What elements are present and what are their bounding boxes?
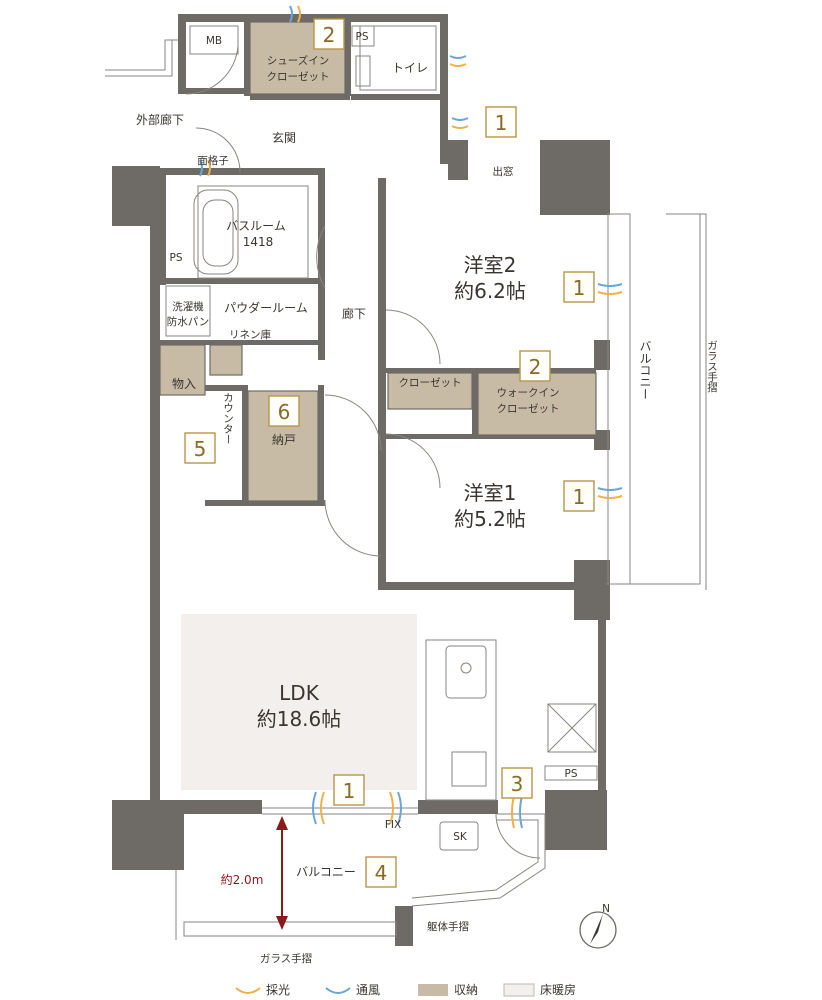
corridor-label: 廊下 (342, 306, 366, 321)
walls (112, 14, 610, 946)
western2-label: 洋室2 (464, 253, 517, 277)
body-rail-label: 躯体手摺 (427, 920, 469, 933)
sk-label: SK (453, 831, 468, 843)
legend-storage: 収納 (454, 983, 478, 997)
badge-6-nando: 6 (268, 395, 300, 427)
glass-rail-bottom-label: ガラス手摺 (260, 952, 312, 965)
badge-2-shoes: 2 (313, 18, 345, 50)
thin-lines (105, 25, 707, 940)
legend-heating-swatch (503, 983, 535, 997)
svg-text:2: 2 (529, 355, 542, 379)
legend-storage-swatch (418, 984, 448, 996)
outer-corridor-label: 外部廊下 (136, 112, 184, 127)
legend-heating: 床暖房 (540, 982, 576, 997)
depth-arrowhead-bottom (276, 916, 288, 930)
svg-text:6: 6 (278, 400, 291, 424)
compass-icon (579, 911, 617, 949)
toilet-label: トイレ (392, 61, 428, 75)
depth-label: 約2.0m (221, 872, 264, 887)
svg-text:1: 1 (573, 276, 586, 300)
ps-label-toilet: PS (356, 31, 369, 43)
ldk-size: 約18.6帖 (257, 707, 342, 731)
storage-label: 物入 (172, 377, 196, 391)
balcony-bottom-label: バルコニー (296, 865, 356, 879)
svg-text:3: 3 (511, 772, 524, 796)
western1-size: 約5.2帖 (454, 507, 526, 531)
badge-1-entrance: 1 (485, 106, 517, 138)
badge-3-sk: 3 (501, 767, 533, 799)
ventilation-markers (199, 5, 623, 829)
lattice-label: 面格子 (197, 154, 229, 167)
compass: N (579, 903, 617, 949)
svg-text:1: 1 (495, 111, 508, 135)
walkin-label-1: ウォークイン (497, 387, 560, 399)
storage-areas (159, 21, 597, 502)
entrance-label: 玄関 (272, 130, 296, 145)
closet (387, 372, 473, 410)
badge-1-ldk: 1 (333, 774, 365, 806)
legend-wind: 通風 (356, 983, 380, 997)
bath-size: 1418 (243, 235, 274, 249)
mb-label: MB (206, 35, 222, 47)
bath-label: バスルーム (226, 219, 286, 233)
depth-arrowhead-top (276, 816, 288, 830)
svg-text:5: 5 (194, 437, 207, 461)
badge-1-western2: 1 (563, 271, 595, 303)
svg-text:2: 2 (323, 23, 336, 47)
svg-text:1: 1 (573, 485, 586, 509)
western1-label: 洋室1 (464, 481, 517, 505)
legend-wind-icon (325, 987, 351, 994)
glass-rail-right-label: ガラス手摺 (706, 340, 718, 393)
badge-4-balcony: 4 (365, 856, 397, 888)
ps-label-ldk: PS (565, 768, 578, 780)
badge-5-counter: 5 (184, 432, 216, 464)
floor-heating-area (181, 614, 417, 790)
badge-1-western1: 1 (563, 480, 595, 512)
legend-light: 採光 (266, 983, 290, 997)
shoes-closet-label-1: シューズイン (267, 54, 329, 67)
compass-label: N (602, 903, 610, 915)
balcony-right-label: バルコニー (638, 340, 652, 400)
ps-label-bath: PS (170, 252, 183, 264)
bay-window-label: 出窓 (493, 165, 514, 178)
legend-light-icon (235, 987, 261, 994)
ldk-label: LDK (279, 681, 320, 705)
door-swings (185, 45, 541, 859)
nando-label: 納戸 (272, 433, 296, 447)
storage-room (159, 344, 206, 396)
svg-text:1: 1 (343, 779, 356, 803)
walkin-label-2: クローゼット (497, 403, 560, 415)
linen-storage (209, 344, 243, 376)
closet-label: クローゼット (399, 377, 462, 389)
badge-2-walkin: 2 (519, 350, 551, 382)
legend: 採光 通風 収納 床暖房 (235, 982, 576, 997)
washer-label-1: 洗濯機 (172, 300, 204, 313)
svg-text:4: 4 (375, 861, 388, 885)
linen-label: リネン庫 (229, 328, 271, 341)
counter-label: カウンター (222, 392, 234, 445)
shoes-closet-label-2: クローゼット (267, 71, 330, 83)
powder-label: パウダールーム (224, 300, 308, 315)
washer-label-2: 防水パン (167, 315, 210, 328)
fix-label: FIX (385, 819, 401, 831)
western2-size: 約6.2帖 (454, 279, 526, 303)
